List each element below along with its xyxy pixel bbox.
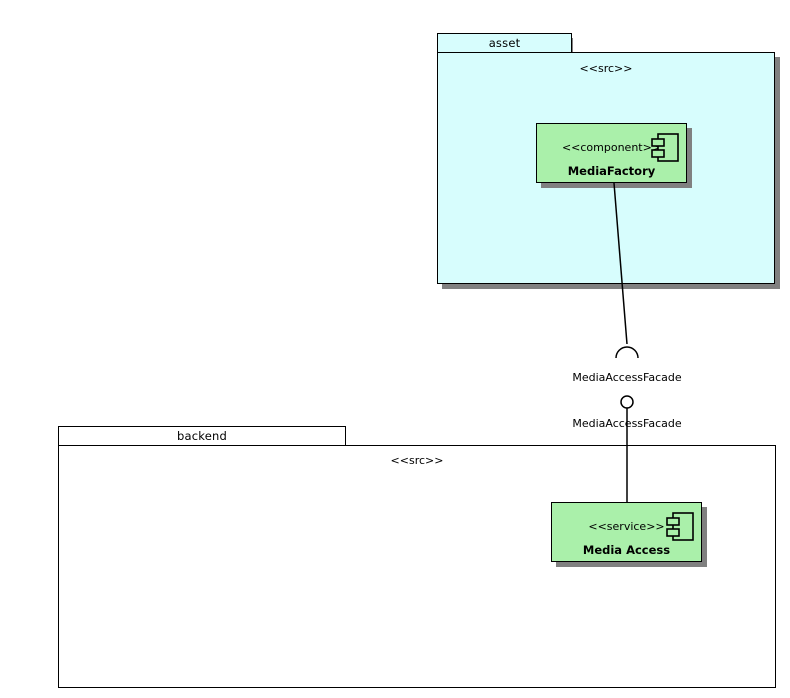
mediafactory-stereotype: <<component>> [561,141,662,154]
backend-package-name: backend [177,428,227,443]
mediaaccess-shadow-right [702,507,707,567]
provided-interface-connector [626,408,628,503]
required-interface-label: MediaAccessFacade [572,371,682,384]
mediaaccess-component[interactable]: <<service>> Media Access [551,502,702,562]
mediafactory-name: MediaFactory [567,164,656,178]
mediafactory-shadow-bottom [541,183,692,188]
asset-package-shadow-bottom [442,284,780,289]
backend-package-stereotype: <<src>> [390,454,444,467]
mediafactory-shadow-right [687,128,692,188]
mediaaccess-name: Media Access [582,543,671,557]
component-icon [666,511,696,544]
asset-package-tab: asset [437,33,572,53]
asset-package-stereotype: <<src>> [579,62,633,75]
asset-package-name: asset [488,35,521,50]
backend-package-body [58,445,776,688]
required-interface-connector [613,182,628,345]
required-interface-socket-icon [615,346,639,359]
asset-package-shadow-right [775,57,780,289]
mediafactory-component[interactable]: <<component>> MediaFactory [536,123,687,183]
component-icon [651,132,681,165]
mediaaccess-shadow-bottom [556,562,707,567]
backend-package-tab: backend [58,426,346,446]
mediaaccess-stereotype: <<service>> [588,520,665,533]
